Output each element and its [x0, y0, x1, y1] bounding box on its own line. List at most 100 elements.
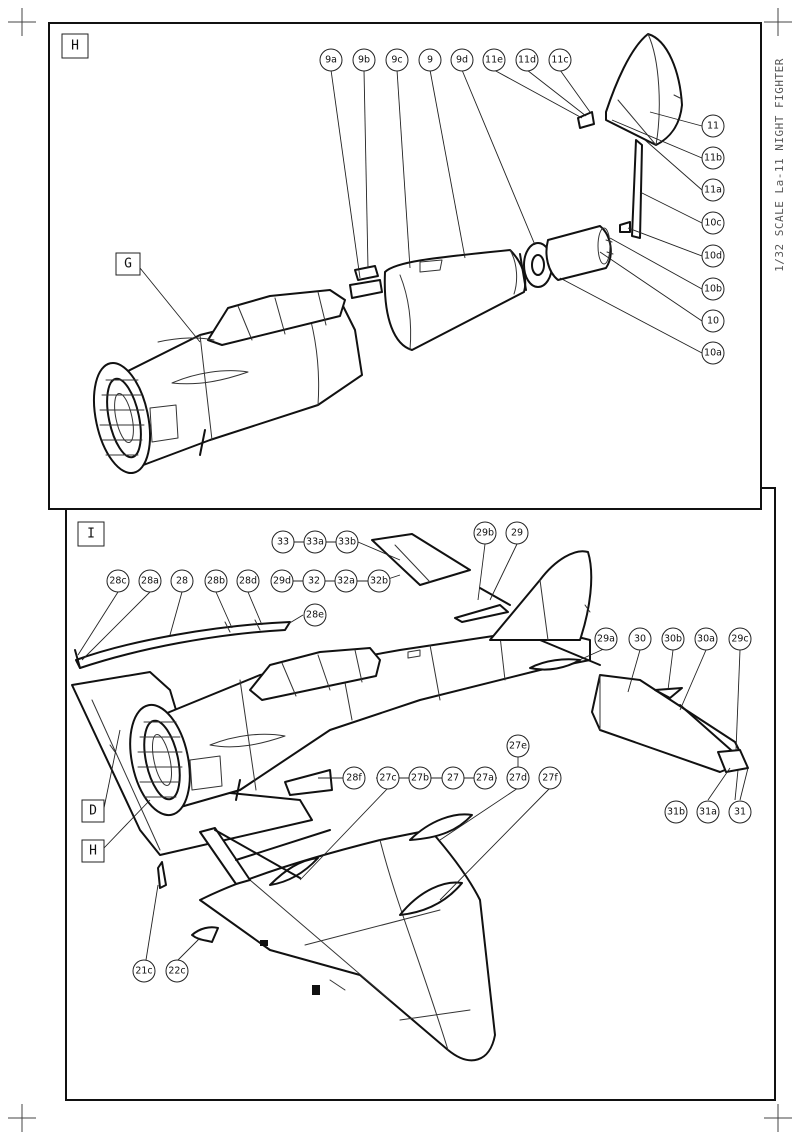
callout-27b: 27b [408, 766, 432, 790]
svg-text:27d: 27d [509, 773, 527, 784]
svg-text:28b: 28b [207, 576, 225, 587]
svg-text:G: G [124, 257, 132, 272]
svg-text:21c: 21c [135, 966, 152, 977]
callout-22c: 22c [165, 959, 189, 983]
svg-text:22c: 22c [168, 966, 185, 977]
callout-21c: 21c [132, 959, 156, 983]
svg-text:H: H [71, 39, 79, 54]
rudder-post-10c [619, 139, 643, 239]
callout-10: 10 [701, 309, 725, 333]
callout-33b: 33b [335, 530, 359, 554]
callout-29c: 29c [728, 627, 752, 651]
callout-32a: 32a [334, 569, 358, 593]
callout-27: 27 [441, 766, 465, 790]
callout-29: 29 [505, 521, 529, 545]
svg-text:H: H [89, 844, 97, 859]
svg-text:9: 9 [427, 55, 433, 66]
svg-text:27c: 27c [379, 773, 396, 784]
svg-text:11d: 11d [518, 55, 536, 66]
callout-9d: 9d [450, 48, 474, 72]
svg-text:33b: 33b [338, 537, 356, 548]
crop-marks [8, 8, 792, 1132]
callout-28b: 28b [204, 569, 228, 593]
tail-fin-part-11 [577, 33, 683, 146]
callouts-panel-h: 9a 9b 9c 9 9d 11e 11d 11c 11 11b 11a 10c… [319, 48, 725, 365]
callout-10d: 10d [701, 244, 725, 268]
svg-text:30b: 30b [664, 634, 682, 645]
svg-text:27a: 27a [476, 773, 494, 784]
callout-28c: 28c [106, 569, 130, 593]
svg-text:29c: 29c [731, 634, 748, 645]
callout-27a: 27a [473, 766, 497, 790]
callout-30: 30 [628, 627, 652, 651]
svg-text:11a: 11a [704, 185, 722, 196]
callout-33a: 33a [303, 530, 327, 554]
callout-9c: 9c [385, 48, 409, 72]
svg-text:28c: 28c [109, 576, 126, 587]
callout-30a: 30a [694, 627, 718, 651]
svg-text:29b: 29b [476, 528, 494, 539]
fuselage-assembly-g [93, 289, 363, 475]
callout-11c: 11c [548, 48, 572, 72]
cannon-part-28 [74, 619, 291, 669]
callout-28e: 28e [303, 603, 327, 627]
callout-29d: 29d [270, 569, 294, 593]
svg-text:28f: 28f [346, 773, 362, 784]
svg-text:32: 32 [308, 576, 320, 587]
callout-9: 9 [418, 48, 442, 72]
callout-27c: 27c [376, 766, 400, 790]
svg-text:31: 31 [734, 807, 746, 818]
callout-28: 28 [170, 569, 194, 593]
callout-10c: 10c [701, 211, 725, 235]
svg-text:I: I [87, 527, 95, 542]
panel-i-tag: I [77, 521, 105, 547]
callouts-panel-i: 33 33a 33b 29b 29 28c 28a 28 28b 28d 29d… [77, 521, 752, 983]
svg-text:10: 10 [707, 316, 719, 327]
sub-assembly-tag-d: D [81, 799, 105, 823]
svg-text:11b: 11b [704, 153, 722, 164]
panel-h-tag: H [61, 33, 89, 59]
svg-text:29: 29 [511, 528, 523, 539]
callout-32: 32 [302, 569, 326, 593]
svg-text:11: 11 [707, 121, 719, 132]
small-parts-21c-22c [157, 861, 219, 943]
callout-11b: 11b [701, 146, 725, 170]
svg-text:10c: 10c [704, 218, 721, 229]
svg-text:30: 30 [634, 634, 646, 645]
callout-30b: 30b [661, 627, 685, 651]
lower-wing-part-27 [199, 813, 496, 1062]
svg-text:33a: 33a [306, 537, 324, 548]
callout-11d: 11d [515, 48, 539, 72]
svg-text:27e: 27e [509, 741, 527, 752]
svg-text:29a: 29a [597, 634, 615, 645]
tail-cone-part-10 [545, 225, 614, 281]
callout-27d: 27d [506, 766, 530, 790]
svg-text:27: 27 [447, 773, 459, 784]
callout-10b: 10b [701, 277, 725, 301]
svg-text:33: 33 [277, 537, 289, 548]
svg-text:D: D [89, 804, 97, 819]
panel-i-frame [65, 487, 776, 1101]
svg-text:9a: 9a [325, 55, 337, 66]
svg-text:31a: 31a [699, 807, 717, 818]
sub-assembly-tag-g: G [115, 252, 141, 276]
callout-32b: 32b [367, 569, 391, 593]
horizontal-stabilizer-30 [529, 658, 749, 773]
panel-h: H G [48, 22, 762, 510]
callout-27e: 27e [506, 734, 530, 758]
svg-text:32b: 32b [370, 576, 388, 587]
callout-28a: 28a [138, 569, 162, 593]
callout-10a: 10a [701, 341, 725, 365]
callout-31: 31 [728, 800, 752, 824]
svg-text:27b: 27b [411, 773, 429, 784]
callout-9a: 9a [319, 48, 343, 72]
svg-text:28a: 28a [141, 576, 159, 587]
svg-text:28e: 28e [306, 610, 324, 621]
svg-text:28d: 28d [239, 576, 257, 587]
svg-text:29d: 29d [273, 576, 291, 587]
callout-28f: 28f [342, 766, 366, 790]
svg-text:32a: 32a [337, 576, 355, 587]
svg-text:10b: 10b [704, 284, 722, 295]
horizontal-stabilizer-33 [371, 533, 471, 586]
